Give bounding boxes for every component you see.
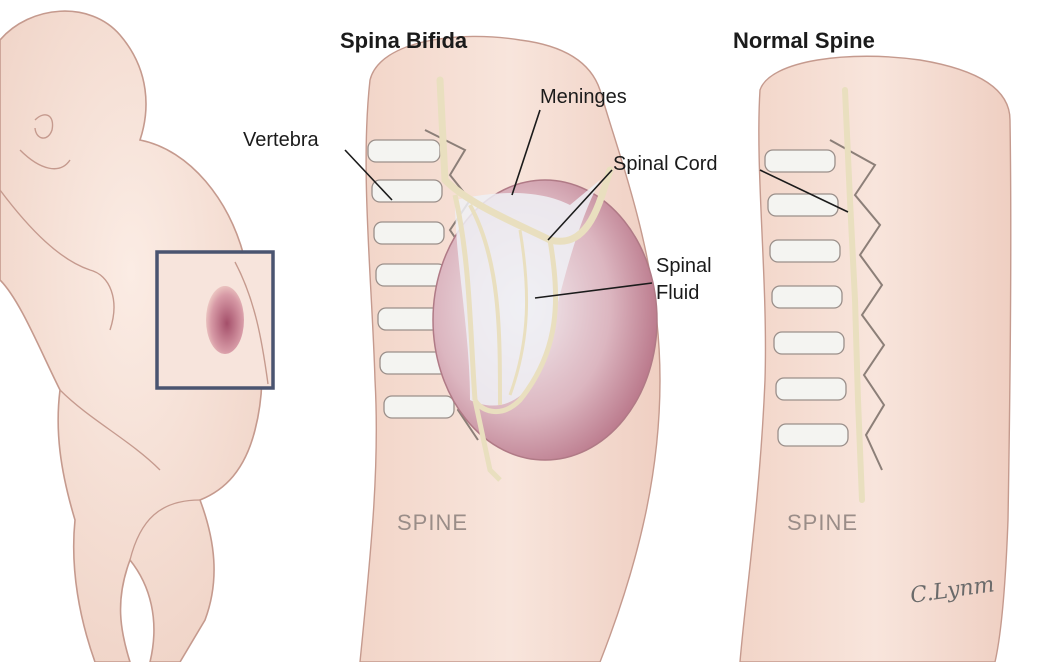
spinal-cord-leader-normal <box>759 169 849 213</box>
label-meninges: Meninges <box>540 86 627 108</box>
lesion-bump <box>206 286 244 354</box>
spinal-cord-normal <box>842 87 865 503</box>
spine-label-left: SPINE <box>397 510 469 535</box>
label-vertebra: Vertebra <box>243 129 319 151</box>
label-spinal-cord: Spinal Cord <box>613 153 718 175</box>
label-spinal-fluid-line1: Spinal <box>656 255 712 277</box>
spinal-cord-leader-abnormal <box>547 169 613 241</box>
spine-label-right: SPINE <box>787 510 859 535</box>
spinal-cord-abnormal <box>436 76 614 482</box>
meninges-leader <box>511 109 541 196</box>
spina-bifida-back <box>359 35 661 662</box>
magnified-region-box <box>155 250 275 390</box>
fetus-figure <box>0 10 263 662</box>
vertebra-leader <box>344 149 393 201</box>
title-spina-bifida: Spina Bifida <box>340 28 468 53</box>
normal-spine-back <box>739 55 1012 662</box>
spinal-fluid-leader <box>534 282 653 299</box>
leader-lines <box>344 109 849 299</box>
vertebrae-stack-normal <box>764 139 886 471</box>
title-normal-spine: Normal Spine <box>733 28 875 53</box>
label-spinal-fluid-line2: Fluid <box>656 282 700 304</box>
